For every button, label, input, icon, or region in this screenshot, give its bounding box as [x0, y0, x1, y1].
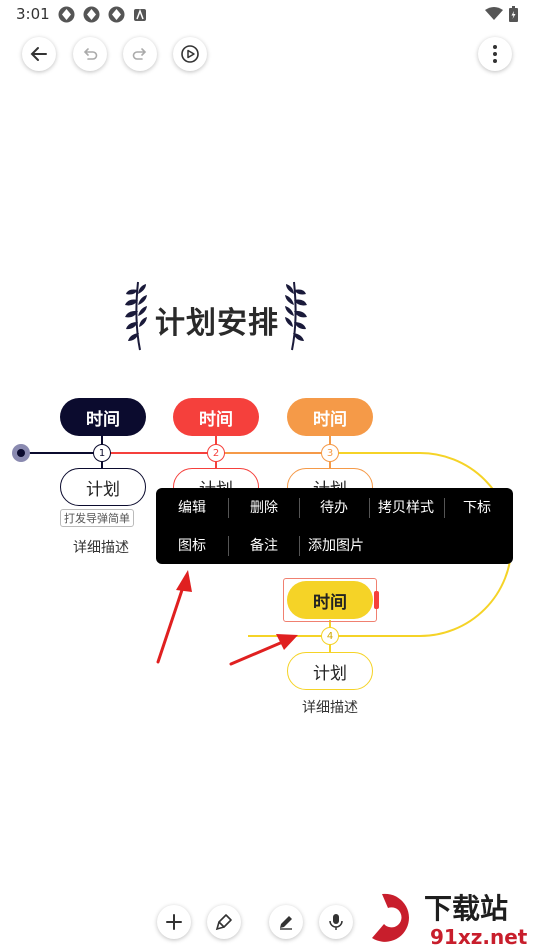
more-options-button[interactable] [478, 37, 512, 71]
node-desc-4[interactable]: 详细描述 [302, 700, 358, 716]
context-menu: 编辑 删除 待办 拷贝样式 下标 图标 备注 添加图片 [156, 488, 513, 564]
menu-item-edit[interactable]: 编辑 [178, 500, 206, 516]
pen-button[interactable] [269, 905, 303, 939]
menu-divider [299, 536, 300, 556]
menu-item-todo[interactable]: 待办 [320, 500, 348, 516]
node-resize-handle[interactable] [374, 591, 379, 609]
status-bar: 3:01 [0, 0, 534, 30]
menu-item-delete[interactable]: 删除 [250, 500, 278, 516]
menu-divider [369, 498, 370, 518]
undo-icon [83, 48, 98, 60]
notification-a-icon [134, 8, 146, 21]
add-node-button[interactable] [157, 905, 191, 939]
timeline-start-handle[interactable] [12, 444, 30, 462]
menu-item-subscript[interactable]: 下标 [463, 500, 491, 516]
pen-icon [280, 916, 292, 930]
redo-icon [132, 48, 147, 60]
redo-button[interactable] [123, 37, 157, 71]
brush-icon [215, 914, 232, 931]
notification-app-icon [83, 6, 100, 23]
menu-divider [444, 498, 445, 518]
menu-item-icon[interactable]: 图标 [178, 538, 206, 554]
wifi-icon [485, 7, 503, 20]
menu-item-copy-style[interactable]: 拷贝样式 [378, 500, 434, 516]
node-number-2: 2 [207, 444, 225, 462]
more-vertical-icon [493, 45, 497, 63]
node-plan-1[interactable]: 计划 [60, 468, 146, 506]
arrow-left-icon [30, 47, 47, 61]
status-notification-icons [58, 6, 147, 23]
menu-item-note[interactable]: 备注 [250, 538, 278, 554]
status-time: 3:01 [16, 5, 50, 23]
undo-button[interactable] [73, 37, 107, 71]
notification-app-icon [108, 6, 125, 23]
node-number-3: 3 [321, 444, 339, 462]
microphone-button[interactable] [319, 905, 353, 939]
node-desc-1[interactable]: 详细描述 [73, 540, 129, 556]
battery-icon [509, 6, 518, 22]
play-button[interactable] [173, 37, 207, 71]
menu-divider [299, 498, 300, 518]
status-system-icons [485, 6, 518, 22]
play-circle-icon [181, 45, 199, 63]
notification-app-icon [58, 6, 75, 23]
laurel-left-icon [125, 281, 147, 351]
laurel-right-icon [285, 281, 307, 351]
node-time-4[interactable]: 时间 [287, 581, 373, 619]
menu-divider [228, 498, 229, 518]
node-tag-1[interactable]: 打发导弹简单 [60, 509, 134, 527]
node-number-1: 1 [93, 444, 111, 462]
mindmap-title[interactable]: 计划安排 [155, 306, 279, 341]
node-time-3[interactable]: 时间 [287, 398, 373, 436]
format-painter-button[interactable] [207, 905, 241, 939]
microphone-icon [329, 914, 343, 930]
back-button[interactable] [22, 37, 56, 71]
node-time-1[interactable]: 时间 [60, 398, 146, 436]
watermark-brand: 下载站 [424, 892, 508, 925]
watermark-domain: 91xz.net [430, 925, 528, 949]
menu-item-add-image[interactable]: 添加图片 [308, 538, 364, 554]
watermark-logo-icon: 下载站 91xz.net [372, 892, 528, 949]
node-plan-4[interactable]: 计划 [287, 652, 373, 690]
node-time-2[interactable]: 时间 [173, 398, 259, 436]
plus-icon [166, 914, 182, 930]
node-number-4: 4 [321, 627, 339, 645]
menu-divider [228, 536, 229, 556]
